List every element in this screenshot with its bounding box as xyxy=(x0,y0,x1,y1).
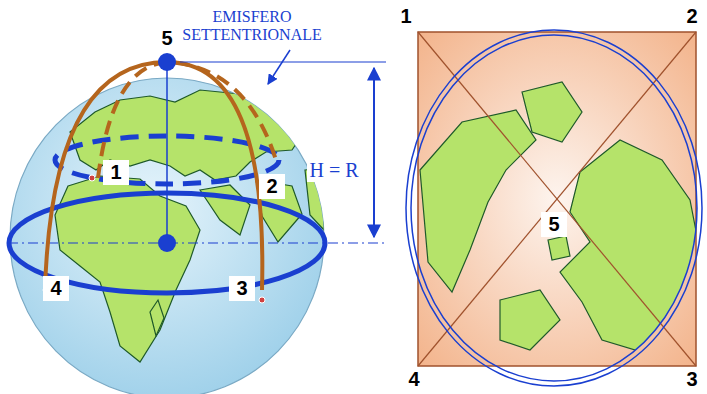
callout-number: 1 xyxy=(400,5,411,28)
meridian xyxy=(167,62,262,290)
point-label-box: 4 xyxy=(43,276,68,301)
dimension-arrow xyxy=(373,68,375,237)
equator-plane xyxy=(8,242,386,243)
hemisphere-label: EMISFERO SETTENTRIONALE xyxy=(167,8,337,43)
pole-dot xyxy=(158,53,176,71)
dimension-label: H = R xyxy=(307,159,360,182)
continents xyxy=(55,90,324,362)
europe xyxy=(500,290,560,350)
eurasia xyxy=(560,140,702,352)
callout-number: 1 xyxy=(110,161,121,184)
callout-number: 3 xyxy=(236,277,247,300)
point-dot xyxy=(89,175,95,181)
polar-continents xyxy=(420,82,702,352)
meridian xyxy=(45,62,167,290)
callout-number: 5 xyxy=(548,213,559,236)
callout-number: 2 xyxy=(266,175,277,198)
circle-inner xyxy=(411,35,697,381)
pointer-arrow xyxy=(268,50,290,84)
island xyxy=(548,236,570,260)
circle-outer xyxy=(406,30,702,386)
axis xyxy=(166,62,168,243)
callout-number: 4 xyxy=(408,368,419,391)
diagonal xyxy=(418,32,696,366)
callout-number: 3 xyxy=(686,368,697,391)
callout-number: 5 xyxy=(161,27,172,50)
madagascar xyxy=(150,300,164,336)
diagonal xyxy=(418,32,696,366)
greenland xyxy=(522,82,582,142)
callout-number: 2 xyxy=(686,5,697,28)
center-dot xyxy=(158,234,176,252)
point-label-box: 2 xyxy=(259,174,284,199)
point-dot xyxy=(259,297,265,303)
point-label-box: 5 xyxy=(541,212,566,237)
callout-number: 4 xyxy=(50,277,61,300)
point-label-box: 3 xyxy=(229,276,254,301)
north-america xyxy=(420,110,536,292)
point-label-box: 1 xyxy=(103,160,128,185)
